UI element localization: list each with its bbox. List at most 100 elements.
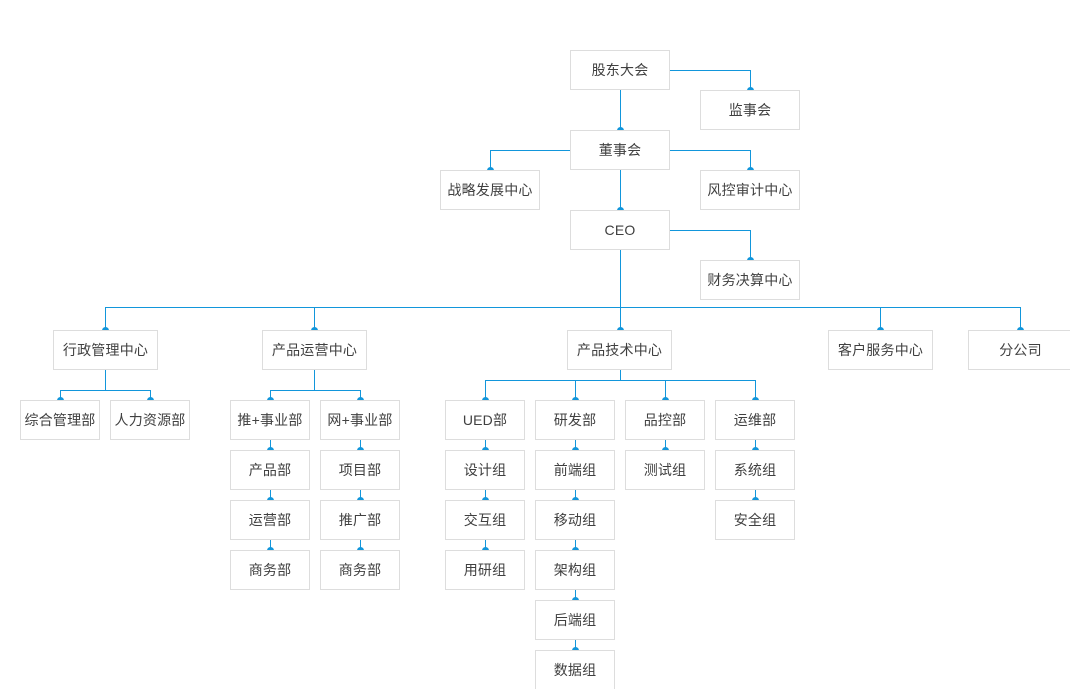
org-node-label: 测试组 (643, 462, 687, 478)
org-node[interactable]: CEO (570, 210, 670, 250)
org-node-label: 用研组 (463, 562, 507, 578)
org-node[interactable]: 网+事业部 (320, 400, 400, 440)
connector-line (485, 380, 486, 400)
org-node-label: 商务部 (248, 562, 292, 578)
connector-line (270, 540, 271, 550)
connector-line (880, 307, 881, 330)
org-node[interactable]: 人力资源部 (110, 400, 190, 440)
org-node[interactable]: 客户服务中心 (828, 330, 933, 370)
org-node-label: 股东大会 (591, 62, 649, 78)
connector-line (1020, 307, 1021, 330)
connector-line (755, 380, 756, 400)
org-node-label: 前端组 (553, 462, 597, 478)
org-node[interactable]: 品控部 (625, 400, 705, 440)
org-node[interactable]: 股东大会 (570, 50, 670, 90)
org-node[interactable]: 架构组 (535, 550, 615, 590)
connector-line (670, 70, 750, 71)
org-node[interactable]: 安全组 (715, 500, 795, 540)
org-node-label: 安全组 (733, 512, 777, 528)
org-node[interactable]: 董事会 (570, 130, 670, 170)
connector-line (485, 440, 486, 450)
connector-line (575, 640, 576, 650)
org-node-label: 数据组 (553, 662, 597, 678)
org-node[interactable]: 运营部 (230, 500, 310, 540)
org-node[interactable]: 运维部 (715, 400, 795, 440)
org-node[interactable]: 用研组 (445, 550, 525, 590)
org-node[interactable]: 产品运营中心 (262, 330, 367, 370)
org-node[interactable]: 产品部 (230, 450, 310, 490)
connector-line (575, 380, 576, 400)
connector-line (105, 307, 106, 330)
org-node-label: 财务决算中心 (707, 272, 793, 288)
connector-line (270, 390, 360, 391)
org-node[interactable]: 推广部 (320, 500, 400, 540)
org-node[interactable]: 后端组 (535, 600, 615, 640)
org-node[interactable]: 商务部 (230, 550, 310, 590)
connector-line (105, 307, 1020, 308)
connector-line (314, 307, 315, 330)
connector-line (60, 390, 61, 400)
org-node-label: 战略发展中心 (447, 182, 533, 198)
org-node-label: 行政管理中心 (62, 342, 149, 358)
org-node-label: 系统组 (733, 462, 777, 478)
connector-line (670, 230, 750, 231)
org-node[interactable]: 分公司 (968, 330, 1070, 370)
connector-line (485, 540, 486, 550)
org-node[interactable]: 移动组 (535, 500, 615, 540)
org-node[interactable]: 行政管理中心 (53, 330, 158, 370)
connector-line (750, 150, 751, 170)
org-node-label: 项目部 (338, 462, 382, 478)
org-node-label: 品控部 (643, 412, 687, 428)
connector-line (620, 370, 621, 380)
org-node[interactable]: 综合管理部 (20, 400, 100, 440)
org-node-label: 综合管理部 (24, 412, 96, 428)
org-node[interactable]: 系统组 (715, 450, 795, 490)
connector-line (270, 390, 271, 400)
org-node[interactable]: 财务决算中心 (700, 260, 800, 300)
org-node[interactable]: 设计组 (445, 450, 525, 490)
connector-line (665, 380, 666, 400)
org-node[interactable]: 产品技术中心 (567, 330, 672, 370)
connector-line (314, 370, 315, 390)
connector-line (360, 540, 361, 550)
org-node[interactable]: 战略发展中心 (440, 170, 540, 210)
connector-line (670, 150, 750, 151)
connector-line (575, 440, 576, 450)
connector-line (270, 490, 271, 500)
connector-line (60, 390, 150, 391)
connector-line (150, 390, 151, 400)
org-node[interactable]: 研发部 (535, 400, 615, 440)
org-node[interactable]: 数据组 (535, 650, 615, 689)
connector-line (620, 250, 621, 330)
org-node[interactable]: 商务部 (320, 550, 400, 590)
org-node[interactable]: 测试组 (625, 450, 705, 490)
connector-line (105, 370, 106, 390)
org-node-label: 运维部 (733, 412, 777, 428)
org-node[interactable]: 推+事业部 (230, 400, 310, 440)
org-node-label: 监事会 (728, 102, 772, 118)
connector-line (575, 490, 576, 500)
org-node-label: 运营部 (248, 512, 292, 528)
org-node-label: 风控审计中心 (707, 182, 793, 198)
connector-line (755, 440, 756, 450)
org-node[interactable]: 监事会 (700, 90, 800, 130)
org-node-label: 客户服务中心 (837, 342, 924, 358)
org-node[interactable]: 项目部 (320, 450, 400, 490)
org-node[interactable]: 前端组 (535, 450, 615, 490)
org-node-label: 分公司 (999, 342, 1042, 358)
org-node[interactable]: UED部 (445, 400, 525, 440)
connector-line (360, 490, 361, 500)
org-node-label: UED部 (462, 412, 508, 428)
org-node-label: 推+事业部 (237, 412, 303, 428)
org-node-label: 网+事业部 (327, 412, 393, 428)
org-node-label: 人力资源部 (114, 412, 186, 428)
connector-line (360, 390, 361, 400)
connector-line (490, 150, 491, 170)
org-node-label: 架构组 (553, 562, 597, 578)
org-node[interactable]: 风控审计中心 (700, 170, 800, 210)
org-node[interactable]: 交互组 (445, 500, 525, 540)
connector-line (485, 380, 755, 381)
connector-line (575, 590, 576, 600)
org-node-label: 产品技术中心 (576, 342, 663, 358)
